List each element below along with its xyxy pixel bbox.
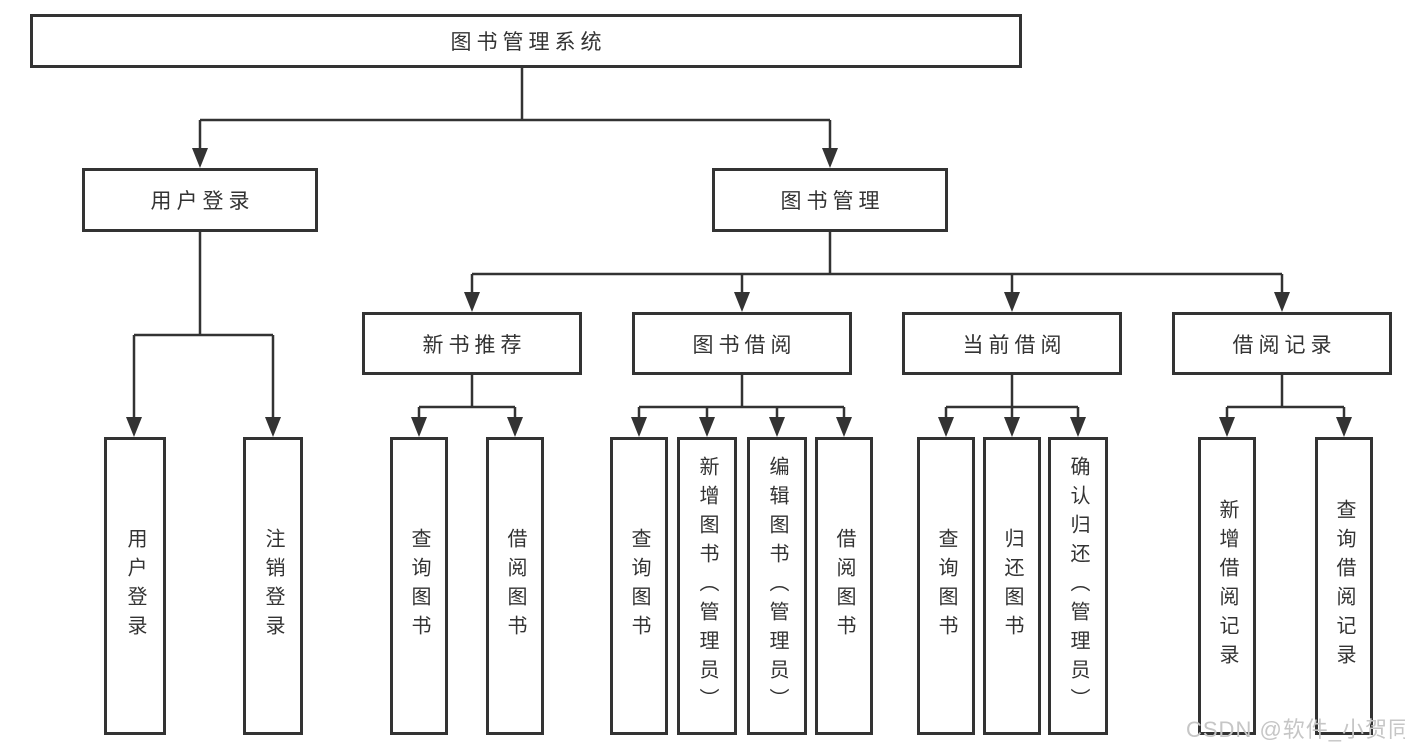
leaf-label: 编辑图书（管理员） xyxy=(766,455,788,717)
leaf-query-books-recommend: 查询图书 xyxy=(390,437,448,735)
csdn-watermark: CSDN @软件_小贺同学 xyxy=(1186,717,1405,742)
leaf-query-books-current: 查询图书 xyxy=(917,437,975,735)
node-label: 借阅记录 xyxy=(1232,333,1337,357)
leaf-add-borrow-record: 新增借阅记录 xyxy=(1198,437,1256,735)
leaf-query-borrow-record: 查询借阅记录 xyxy=(1315,437,1373,735)
node-label: 图书借阅 xyxy=(692,333,797,357)
node-book-borrowing: 图书借阅 xyxy=(632,312,852,375)
node-new-book-recommend: 新书推荐 xyxy=(362,312,582,375)
leaf-label: 确认归还（管理员） xyxy=(1067,455,1089,717)
leaf-label: 查询图书 xyxy=(935,528,957,644)
leaf-confirm-return-admin: 确认归还（管理员） xyxy=(1048,437,1108,735)
connector-current-borrowing-to-leaves xyxy=(944,375,1080,420)
connector-book-borrowing-to-leaves xyxy=(637,375,846,420)
connector-user-login-to-leaves xyxy=(132,232,275,419)
leaf-return-book: 归还图书 xyxy=(983,437,1041,735)
leaf-logout: 注销登录 xyxy=(243,437,303,735)
leaf-borrow-books-borrowing: 借阅图书 xyxy=(815,437,873,735)
node-label: 新书推荐 xyxy=(422,333,527,357)
connector-new-book-recommend-to-leaves xyxy=(417,375,517,420)
node-label: 用户登录 xyxy=(150,190,255,213)
leaf-add-book-admin: 新增图书（管理员） xyxy=(677,437,737,735)
leaf-label: 查询图书 xyxy=(408,528,430,644)
node-label: 当前借阅 xyxy=(962,333,1067,357)
arrowheads xyxy=(126,148,1352,437)
node-current-borrowing: 当前借阅 xyxy=(902,312,1122,375)
node-borrow-records: 借阅记录 xyxy=(1172,312,1392,375)
connector-borrow-records-to-leaves xyxy=(1225,375,1346,420)
connector-book-management-to-sections xyxy=(470,232,1284,294)
leaf-label: 借阅图书 xyxy=(833,528,855,644)
leaf-label: 归还图书 xyxy=(1001,528,1023,644)
leaf-label: 用户登录 xyxy=(124,528,146,644)
leaf-borrow-books-recommend: 借阅图书 xyxy=(486,437,544,735)
leaf-user-login: 用户登录 xyxy=(104,437,166,735)
node-label: 图书管理 xyxy=(780,190,885,213)
leaf-query-books-borrowing: 查询图书 xyxy=(610,437,668,735)
leaf-label: 新增图书（管理员） xyxy=(696,455,718,717)
node-book-management: 图书管理 xyxy=(712,168,948,232)
leaf-label: 借阅图书 xyxy=(504,528,526,644)
leaf-label: 新增借阅记录 xyxy=(1216,499,1238,673)
leaf-edit-book-admin: 编辑图书（管理员） xyxy=(747,437,807,735)
node-user-login: 用户登录 xyxy=(82,168,318,232)
leaf-label: 查询借阅记录 xyxy=(1333,499,1355,673)
connector-root-to-branches xyxy=(198,68,832,150)
node-label: 图书管理系统 xyxy=(450,31,607,54)
leaf-label: 查询图书 xyxy=(628,528,650,644)
leaf-label: 注销登录 xyxy=(262,528,284,644)
node-library-management-system: 图书管理系统 xyxy=(30,14,1022,68)
